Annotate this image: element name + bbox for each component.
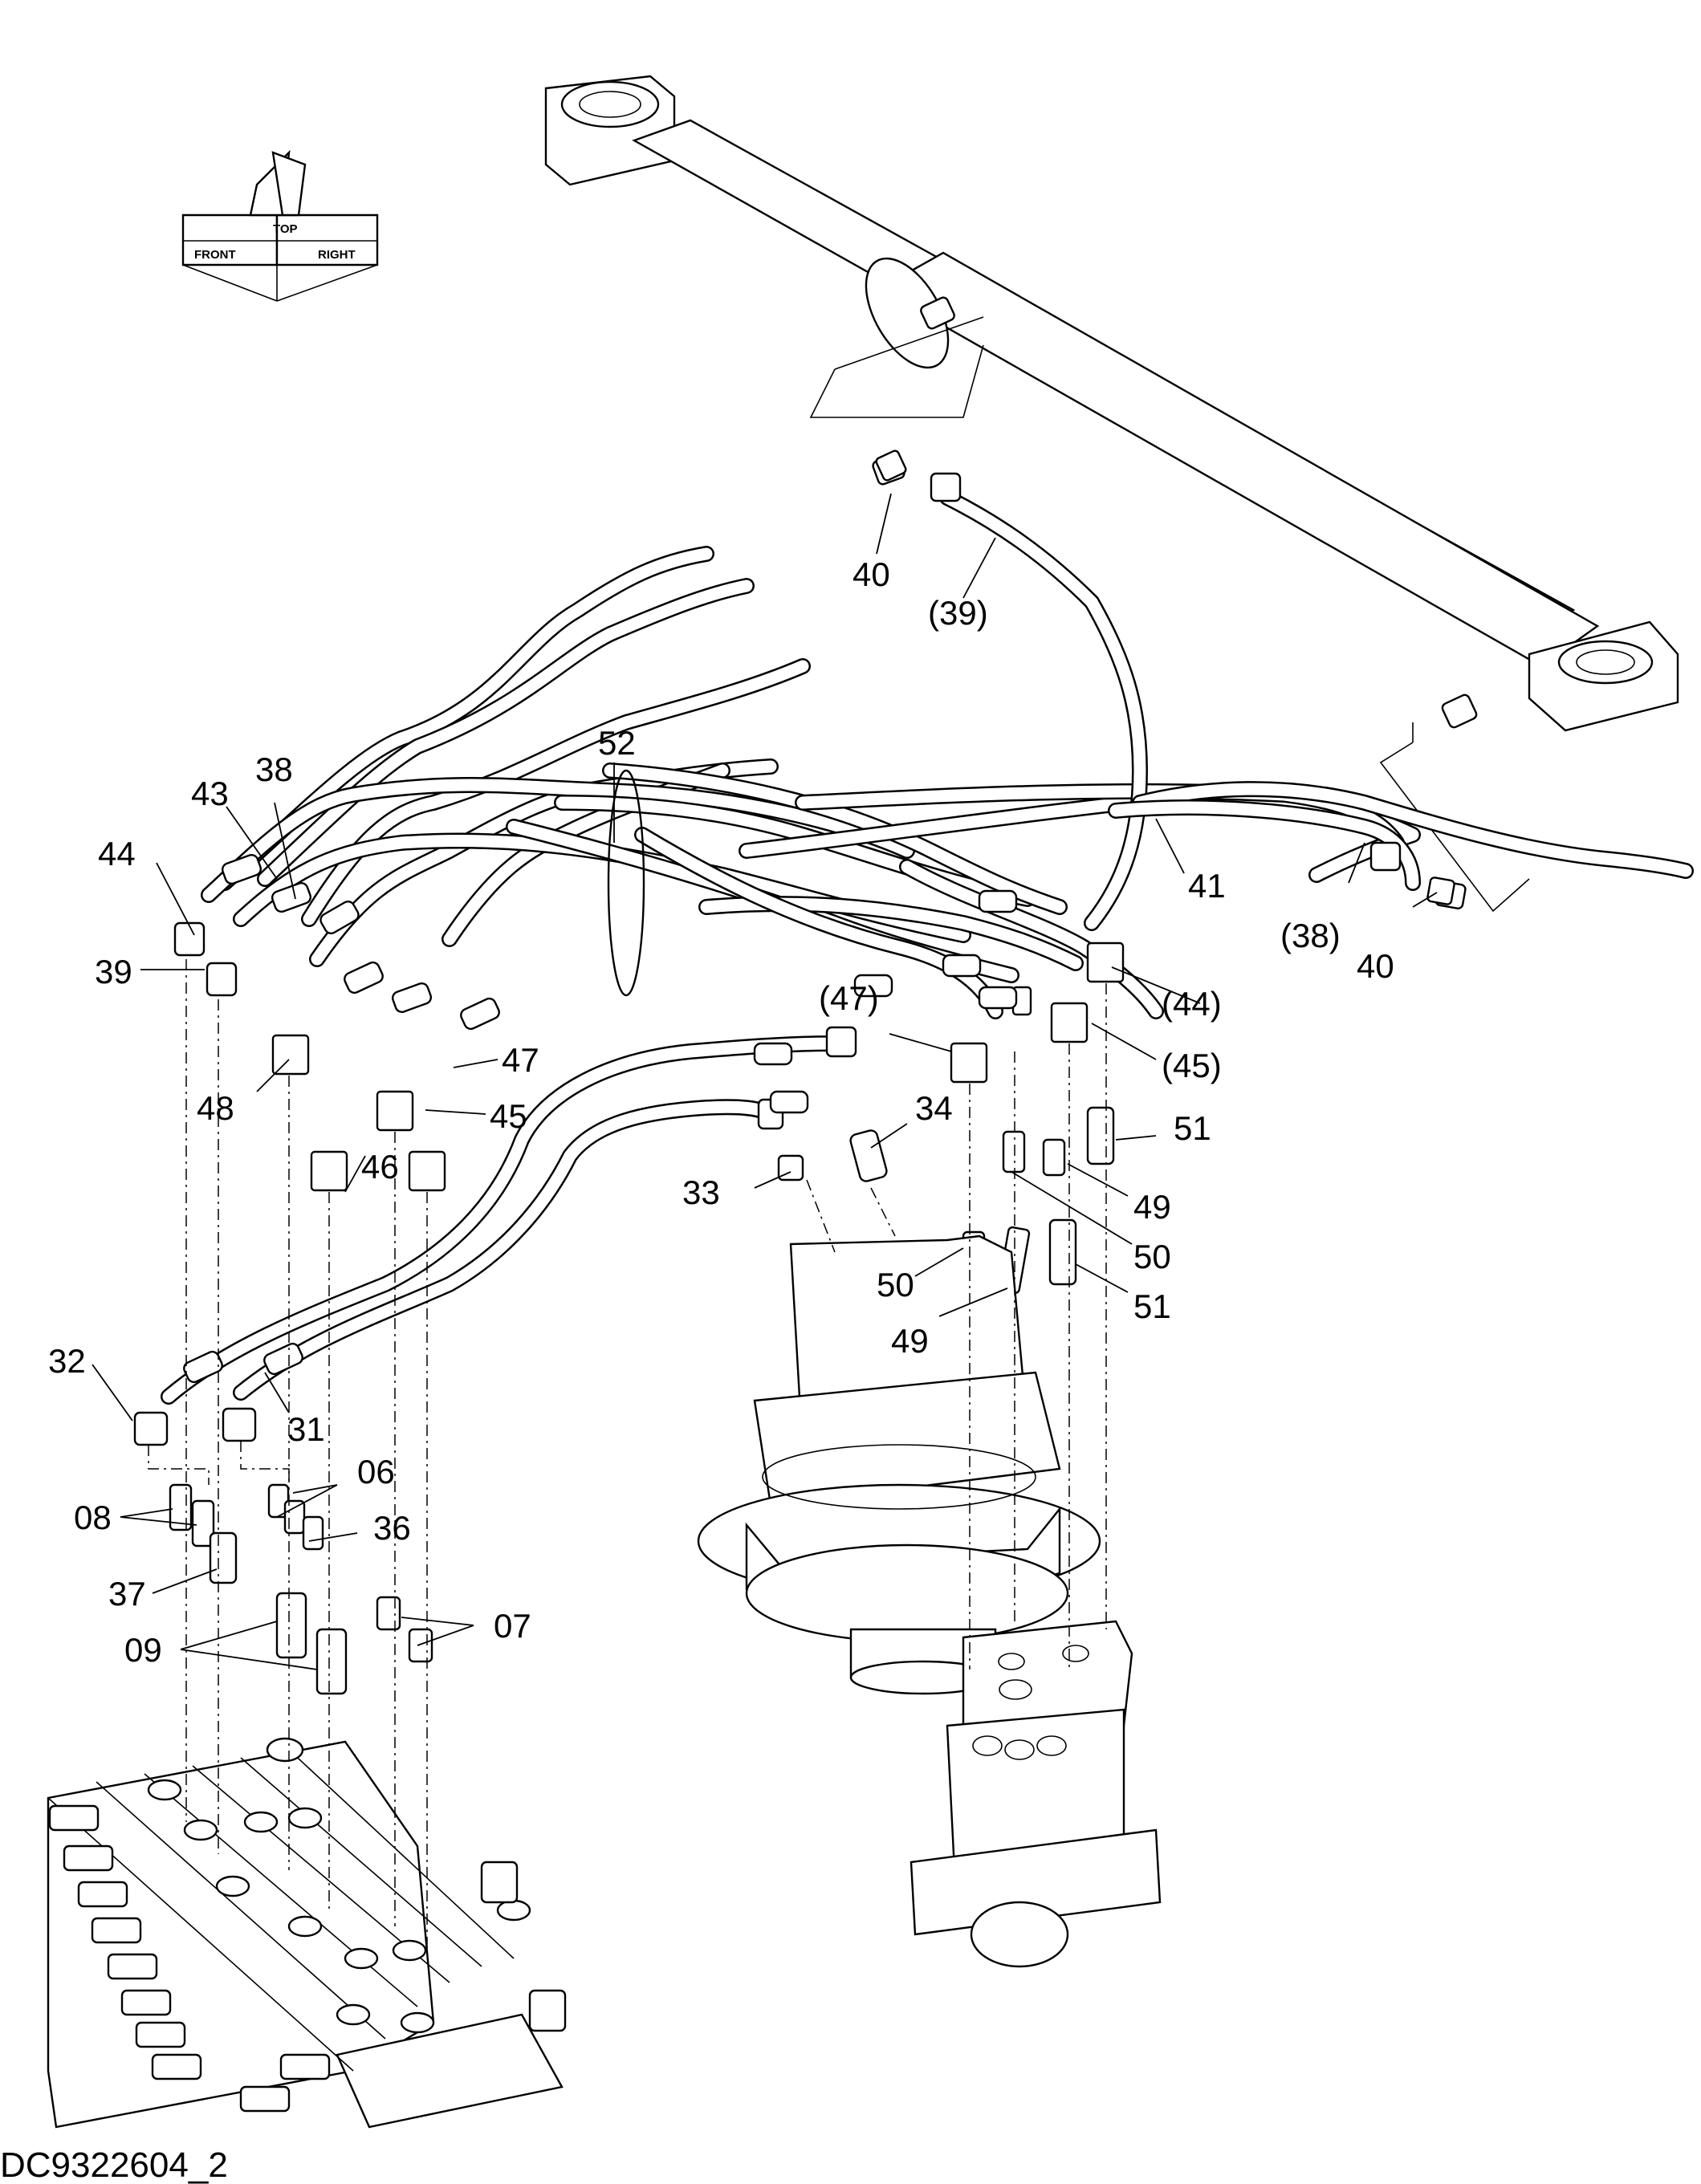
callout-label: 51 [1133,1287,1171,1325]
leader-lines [92,493,1438,1670]
callout-label: 33 [682,1173,720,1211]
callout-label: 45 [490,1097,527,1135]
callout-label: 43 [191,775,229,812]
callout-label: 47 [502,1041,539,1079]
callout-label: 48 [197,1089,234,1127]
valve-spool-ends [48,1804,567,2113]
callout-label: 41 [1188,867,1226,905]
callout-label: 36 [373,1509,411,1547]
orientation-indicator-icon [181,149,379,302]
callout-label: (47) [819,979,879,1017]
callout-label: 39 [95,953,132,990]
callout-label: 50 [877,1266,914,1303]
callout-label: 08 [74,1499,112,1536]
callout-label: 32 [48,1342,86,1380]
callout-label: 49 [1133,1188,1171,1226]
callout-label: 31 [287,1410,325,1448]
callout-label: 40 [1357,947,1394,985]
orientation-front-label: FRONT [194,248,236,262]
swing-motor [697,1234,1101,1695]
callout-label: 06 [357,1453,395,1491]
callout-label: 44 [98,835,136,872]
callout-label: 09 [124,1631,162,1669]
orientation-top-label: TOP [273,222,298,236]
callout-label: (38) [1280,917,1341,954]
gear-pump [910,1620,1162,1968]
drawing-id: DC9322604_2 [0,2145,228,2184]
callout-label: (44) [1162,985,1222,1023]
callout-label: 37 [108,1575,146,1613]
callout-label: 46 [361,1148,399,1186]
callout-label: 50 [1133,1238,1171,1275]
hose-band [607,769,645,997]
hose-crimp-sleeves [183,853,1018,1384]
connection-lines [148,959,1107,1950]
callout-label: 07 [494,1607,531,1645]
hose-fittings [133,453,1467,1446]
callout-label: (39) [928,594,988,632]
hose-bundle [161,490,1694,1405]
callout-label: 38 [255,750,293,788]
callout-label: 40 [853,555,890,593]
callout-label: 49 [891,1322,929,1360]
callout-label: 52 [598,724,636,762]
callout-label: 34 [915,1089,953,1127]
hydraulic-cylinder [544,75,1679,913]
callout-label: (45) [1162,1047,1222,1084]
callout-label: 51 [1174,1109,1211,1147]
orientation-right-label: RIGHT [318,248,356,262]
